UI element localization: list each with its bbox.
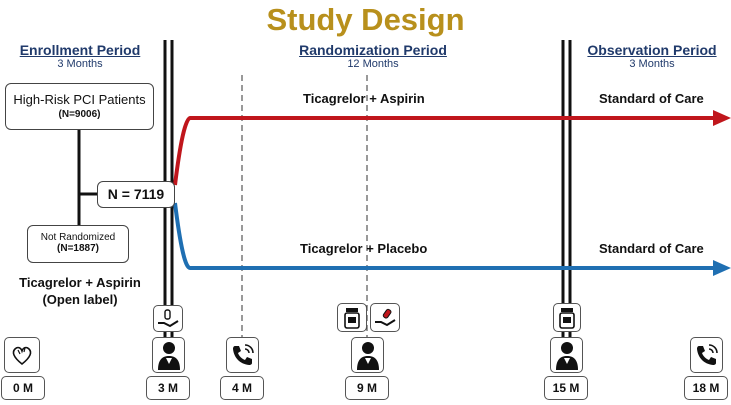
not-randomized-n: (N=1887) <box>57 243 99 254</box>
enrollment-tree <box>77 130 98 226</box>
period-randomization-title: Randomization Period <box>299 42 447 58</box>
arm-placebo-followup: Standard of Care <box>599 241 704 256</box>
pill-bottle-icon <box>337 303 367 332</box>
period-enrollment: Enrollment Period 3 Months <box>0 42 160 70</box>
open-label-line1: Ticagrelor + Aspirin <box>19 275 141 290</box>
timepoint-15m: 15 M <box>544 376 588 400</box>
timepoint-9m: 9 M <box>345 376 389 400</box>
timepoint-0m: 0 M <box>1 376 45 400</box>
timepoint-18m: 18 M <box>684 376 728 400</box>
period-observation: Observation Period 3 Months <box>578 42 726 70</box>
not-randomized-label: Not Randomized <box>40 232 116 243</box>
phone-icon <box>690 337 723 373</box>
heart-icon <box>4 337 40 373</box>
arm-aspirin-label: Ticagrelor + Aspirin <box>303 91 425 106</box>
doctor-icon <box>351 337 384 373</box>
randomized-box: N = 7119 <box>97 181 175 208</box>
doctor-icon <box>152 337 185 373</box>
arm-placebo-arrow <box>173 202 731 276</box>
open-label-line2: (Open label) <box>42 292 118 307</box>
hand-pill-icon <box>370 303 400 332</box>
period-observation-title: Observation Period <box>587 42 717 58</box>
doctor-icon <box>550 337 583 373</box>
arm-placebo-label: Ticagrelor + Placebo <box>300 241 428 256</box>
period-randomization-duration: 12 Months <box>347 58 399 70</box>
pill-bottle-icon <box>553 303 581 332</box>
population-n: (N=9006) <box>58 109 101 120</box>
divider-15m <box>561 40 572 340</box>
population-label: High-Risk PCI Patients <box>13 92 146 107</box>
not-randomized-box: Not Randomized (N=1887) <box>27 225 129 263</box>
arm-aspirin-arrow <box>173 110 731 186</box>
arm-aspirin-followup: Standard of Care <box>599 91 704 106</box>
open-label-block: Ticagrelor + Aspirin (Open label) <box>8 274 152 308</box>
population-box: High-Risk PCI Patients (N=9006) <box>5 83 154 130</box>
phone-icon <box>226 337 259 373</box>
page-title: Study Design <box>266 2 465 37</box>
period-randomization: Randomization Period 12 Months <box>268 42 478 70</box>
period-enrollment-duration: 3 Months <box>57 58 103 70</box>
period-enrollment-title: Enrollment Period <box>19 42 141 58</box>
period-observation-duration: 3 Months <box>629 58 675 70</box>
timepoint-3m: 3 M <box>146 376 190 400</box>
hand-pill-icon <box>153 305 183 332</box>
timepoint-4m: 4 M <box>220 376 264 400</box>
